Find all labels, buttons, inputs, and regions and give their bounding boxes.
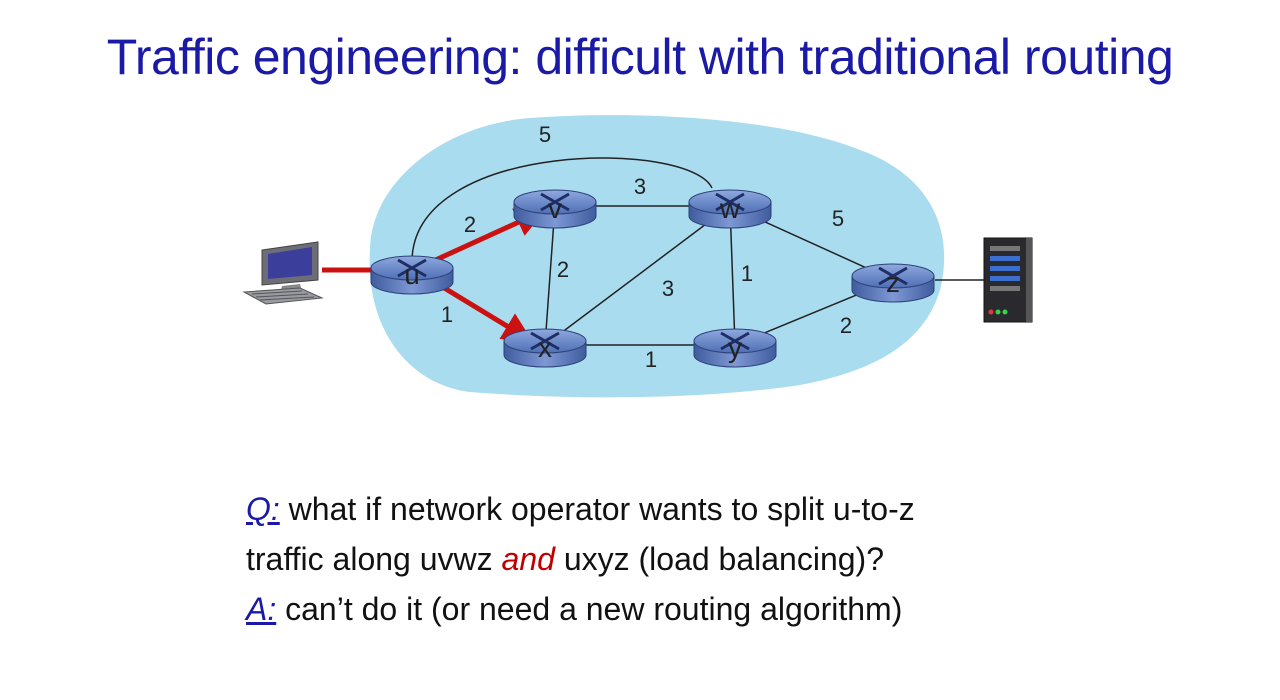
link-cost-v-w: 3 — [634, 174, 646, 199]
router-label-y: y — [728, 332, 742, 363]
router-w: w — [688, 189, 772, 229]
router-y: y — [693, 328, 777, 368]
slide-title: Traffic engineering: difficult with trad… — [106, 29, 1174, 85]
link-w-y — [729, 205, 736, 346]
router-u: u — [370, 255, 454, 295]
server-icon — [935, 237, 1033, 323]
link-cost-w-z: 5 — [832, 206, 844, 231]
router-label-z: z — [886, 267, 900, 298]
q-text-1: what if network operator wants to split … — [279, 491, 915, 527]
a-text: can’t do it (or need a new routing algor… — [276, 591, 903, 627]
link-cost-x-y: 1 — [645, 347, 657, 372]
router-x: x — [503, 328, 587, 368]
link-cost-v-x: 2 — [557, 257, 569, 282]
router-label-x: x — [538, 332, 552, 363]
router-v: v — [513, 189, 597, 229]
link-u-w — [411, 157, 713, 261]
link-x-w — [544, 205, 731, 346]
router-label-v: v — [548, 193, 562, 224]
question-line-1: Q: what if network operator wants to spl… — [246, 484, 915, 534]
q-text-2a: traffic along uvwz — [246, 541, 502, 577]
router-z: z — [851, 263, 935, 303]
answer-line: A: can’t do it (or need a new routing al… — [246, 584, 915, 634]
link-cost-u-v: 2 — [464, 212, 476, 237]
q-and: and — [501, 541, 555, 577]
a-tag: A: — [246, 591, 277, 627]
link-v-x — [544, 205, 556, 346]
router-label-u: u — [404, 259, 420, 290]
router-label-w: w — [719, 193, 741, 224]
q-text-2b: uxyz (load balancing)? — [554, 541, 884, 577]
link-cost-x-w: 3 — [662, 276, 674, 301]
q-tag: Q: — [246, 491, 280, 527]
link-cost-y-z: 2 — [840, 313, 852, 338]
link-cost-u-w: 5 — [539, 122, 551, 147]
question-line-2: traffic along uvwz and uxyz (load balanc… — [246, 534, 915, 584]
laptop-computer-icon — [242, 241, 324, 305]
link-cost-u-x: 1 — [441, 302, 453, 327]
link-cost-w-y: 1 — [741, 261, 753, 286]
question-answer-text: Q: what if network operator wants to spl… — [246, 484, 915, 634]
